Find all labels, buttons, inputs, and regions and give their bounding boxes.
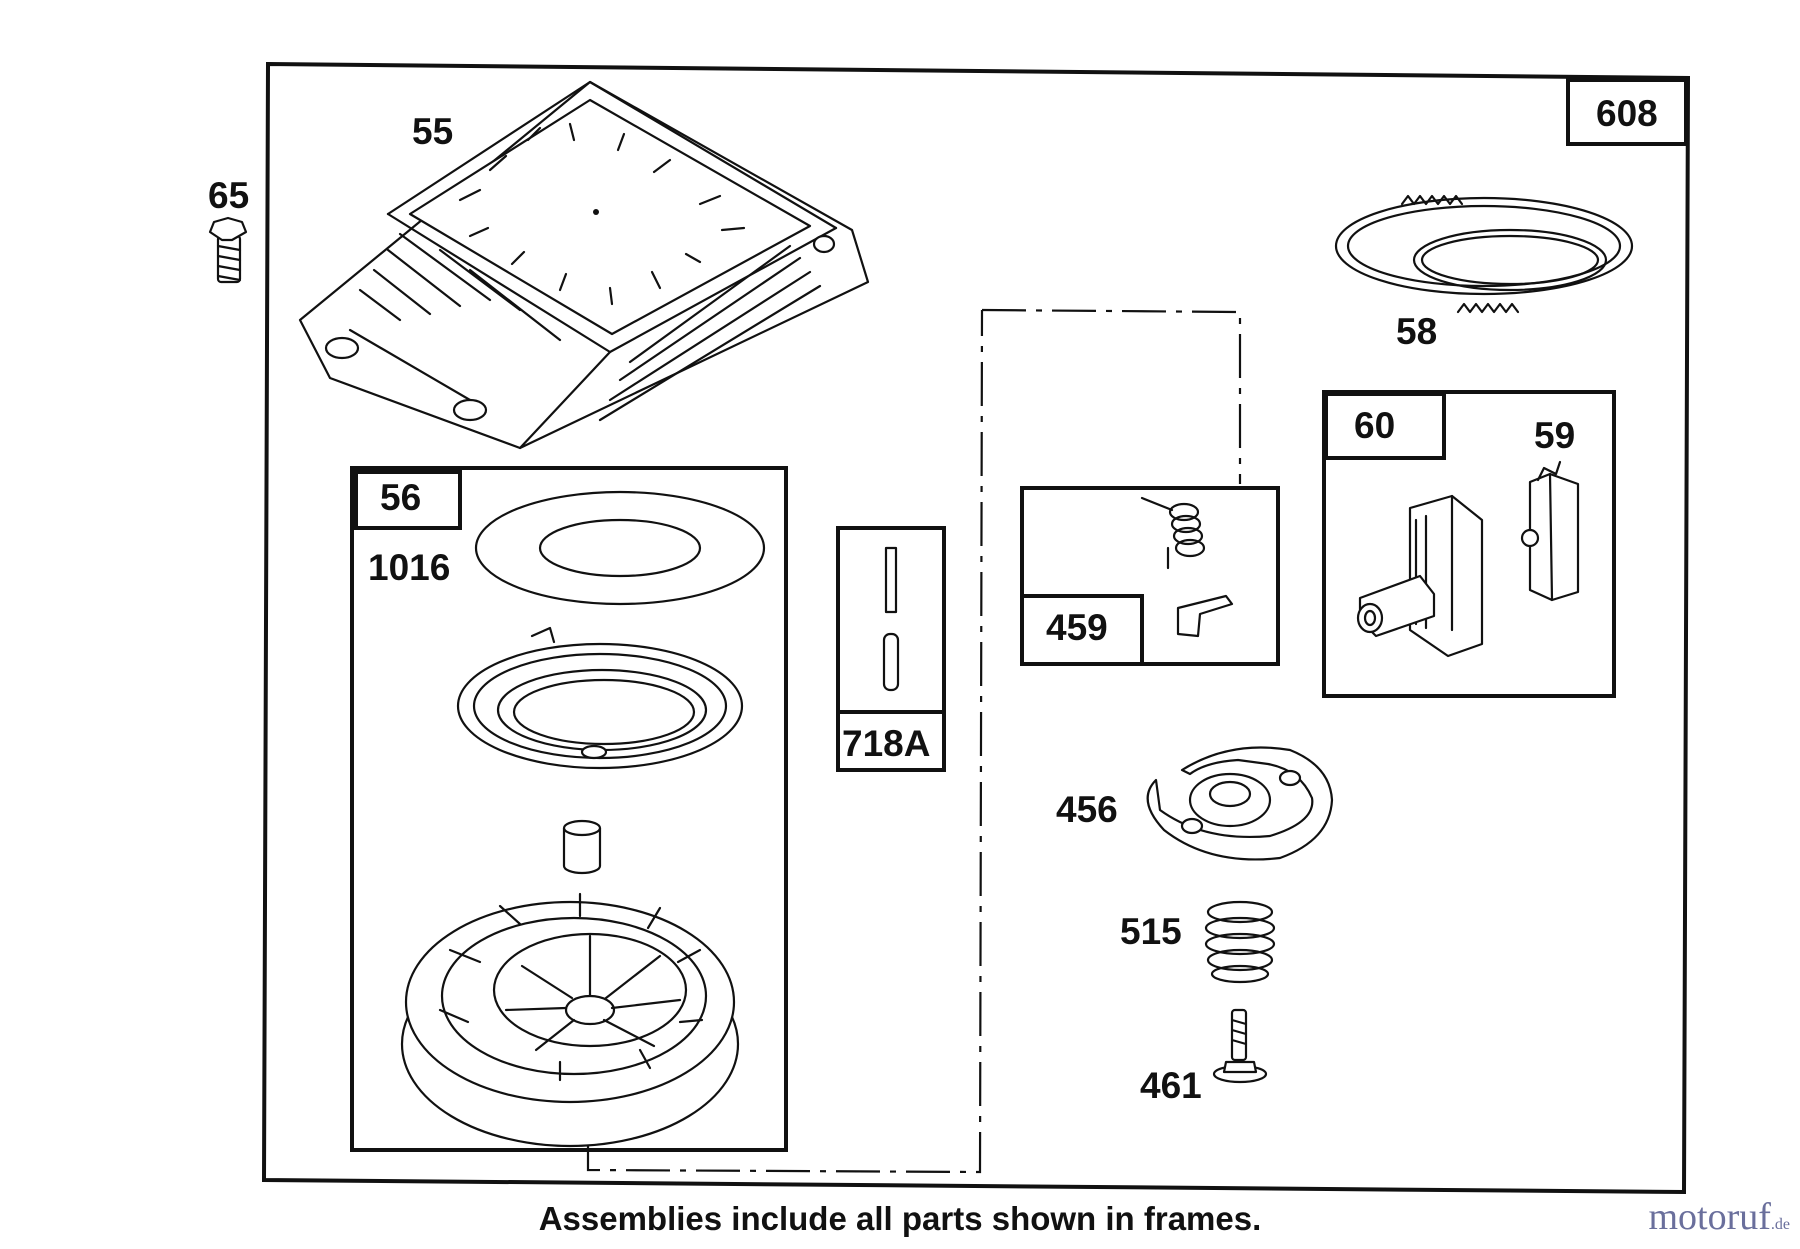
spring-pawl-459-icon <box>1140 496 1234 638</box>
screw-461-icon <box>1212 1008 1268 1084</box>
main-assembly-frame <box>261 61 1691 1195</box>
washer-1016-icon <box>474 490 766 606</box>
label-608: 608 <box>1596 93 1658 134</box>
label-65: 65 <box>208 175 249 216</box>
frame-56 <box>350 466 788 1152</box>
label-56: 56 <box>380 477 421 518</box>
watermark-brand: motoruf <box>1648 1196 1771 1238</box>
recoil-spring-icon <box>456 626 744 770</box>
label-515: 515 <box>1120 911 1182 952</box>
frame-459 <box>1020 486 1280 666</box>
label-718a: 718A <box>842 723 930 764</box>
frame-60-tag <box>1324 392 1446 460</box>
handle-60-icon <box>1356 494 1484 658</box>
bolt-65-icon <box>208 216 248 284</box>
label-459: 459 <box>1046 607 1108 648</box>
pin-bushing-icon <box>562 819 602 875</box>
label-59: 59 <box>1534 415 1575 456</box>
starter-pulley-icon <box>400 892 740 1148</box>
footer-note: Assemblies include all parts shown in fr… <box>538 1200 1262 1237</box>
connector-line-top <box>981 308 1242 484</box>
connector-line-left <box>586 309 984 1174</box>
starter-cover-55-icon <box>298 80 870 450</box>
starter-rope-58-icon <box>1334 194 1634 314</box>
frame-718a <box>836 526 946 772</box>
label-55: 55 <box>412 111 453 152</box>
insert-59-icon <box>1520 460 1580 602</box>
frame-459-tag <box>1020 594 1144 666</box>
ratchet-456-icon <box>1146 746 1334 861</box>
label-1016: 1016 <box>368 547 450 588</box>
label-461: 461 <box>1140 1065 1202 1106</box>
label-60: 60 <box>1354 405 1395 446</box>
frame-60 <box>1322 390 1616 698</box>
retainer-pins-718a-icon <box>882 546 900 692</box>
watermark-suffix: .de <box>1770 1216 1790 1233</box>
spring-515-icon <box>1204 900 1276 984</box>
label-456: 456 <box>1056 789 1118 830</box>
label-58: 58 <box>1396 311 1437 352</box>
watermark-logo: motoruf.de <box>1648 1195 1790 1239</box>
frame-56-tag <box>354 470 462 530</box>
frame-608-box <box>1566 78 1688 146</box>
